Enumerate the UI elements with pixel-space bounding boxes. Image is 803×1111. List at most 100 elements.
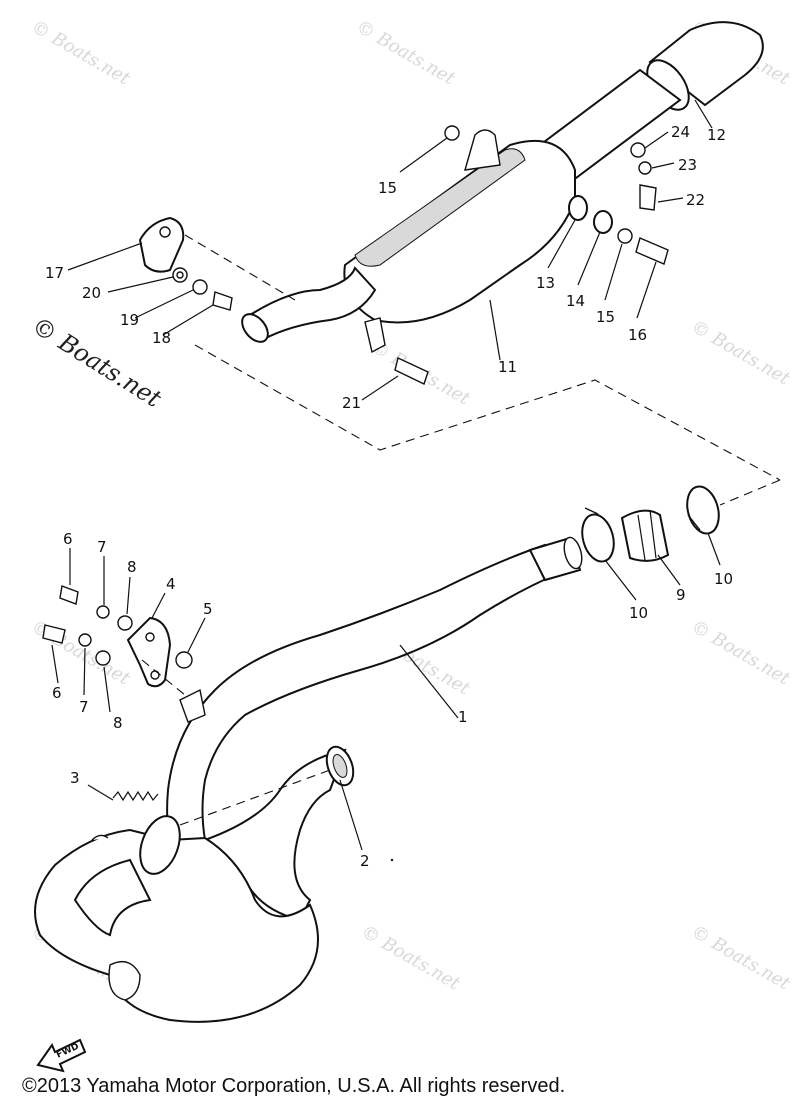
watermark: © Boats.net <box>688 921 795 995</box>
muffler-bracket-top <box>464 129 501 171</box>
part-label-7: 7 <box>97 538 107 556</box>
leader-2 <box>339 779 363 851</box>
part-label-3: 3 <box>70 769 80 787</box>
part-label-8: 8 <box>113 714 123 732</box>
washer-part-7-lower <box>78 633 92 647</box>
leader-15b <box>604 243 623 301</box>
leader-14 <box>577 231 601 286</box>
muffler-assembly <box>138 21 764 385</box>
collar-part-14 <box>593 210 613 234</box>
leader-5 <box>187 617 206 653</box>
guide-line <box>184 234 296 301</box>
exhaust-pipe-part-1 <box>166 543 557 847</box>
leader-21 <box>361 375 399 401</box>
leader-11 <box>489 299 501 361</box>
leader-23 <box>651 162 675 169</box>
leader-4 <box>151 592 166 619</box>
leader-10b <box>707 532 721 566</box>
watermark: © Boats.net <box>688 316 795 390</box>
bolt-part-6-upper <box>59 585 79 605</box>
part-label-20: 20 <box>82 284 101 302</box>
muffler-body-part-11 <box>343 139 576 324</box>
part-label-21: 21 <box>342 394 361 412</box>
leader-3 <box>87 784 114 801</box>
bolt-part-16 <box>635 237 669 265</box>
outlet-opening <box>563 536 583 570</box>
leader-10a <box>604 559 637 601</box>
bracket-part-4 <box>126 616 172 688</box>
grommet-hole <box>176 271 184 279</box>
leader-17 <box>67 242 143 271</box>
leader-9 <box>657 554 681 586</box>
washer-part-15-upper <box>444 125 460 141</box>
washer-part-24 <box>630 142 646 158</box>
assembly-guides-lower <box>141 659 331 826</box>
part-label-5: 5 <box>203 600 213 618</box>
nut-part-23 <box>638 161 652 175</box>
watermark-dark: © Boats.net <box>27 311 167 413</box>
watermark: © Boats.net <box>358 921 465 995</box>
muffler-top-shade <box>354 148 526 267</box>
part-label-16: 16 <box>628 326 647 344</box>
leader-lines <box>51 99 721 851</box>
part-label-18: 18 <box>152 329 171 347</box>
gasket-inner <box>332 754 348 778</box>
leader-6b <box>51 644 59 684</box>
washer-part-8-lower <box>95 650 111 666</box>
header-joint-ring <box>108 961 141 1001</box>
bolt-part-21 <box>394 357 429 385</box>
assembly-guides-upper <box>184 234 781 506</box>
leader-24 <box>644 131 669 149</box>
guide-line <box>719 479 781 506</box>
bracket-hole <box>159 226 171 238</box>
part-label-19: 19 <box>120 311 139 329</box>
nut-part-5 <box>175 651 193 669</box>
grommet-part-13 <box>568 195 588 221</box>
watermark: © Boats.net <box>353 16 460 90</box>
part-label-12: 12 <box>707 126 726 144</box>
watermark: © Boats.net <box>28 16 135 90</box>
leader-15a <box>399 137 448 173</box>
clamp-screw <box>584 507 599 515</box>
part-label-15: 15 <box>378 179 397 197</box>
end-cap-part-12 <box>648 21 764 107</box>
leader-12 <box>694 99 713 129</box>
part-label-13: 13 <box>536 274 555 292</box>
part-label-10: 10 <box>714 570 733 588</box>
part-label-1: 1 <box>458 708 468 726</box>
bolt-part-18 <box>212 291 233 311</box>
washer-part-19 <box>192 279 208 295</box>
leader-18 <box>162 304 214 336</box>
inlet-pipe-opening <box>241 313 269 343</box>
guide-line <box>141 659 186 696</box>
joint-parts <box>581 485 720 563</box>
clamp-part-10-left <box>581 513 615 563</box>
part-label-24: 24 <box>671 123 690 141</box>
leader-1 <box>399 644 459 719</box>
bolt-part-22 <box>639 184 657 211</box>
leader-16 <box>636 261 657 319</box>
part-label-22: 22 <box>686 191 705 209</box>
header-flange-ring <box>139 815 181 875</box>
leader-13 <box>547 219 576 269</box>
washer-part-8-upper <box>117 615 133 631</box>
part-label-11: 11 <box>498 358 517 376</box>
part-label-10: 10 <box>629 604 648 622</box>
leader-8b <box>103 666 111 713</box>
part-label-6: 6 <box>63 530 73 548</box>
part-label-8: 8 <box>127 558 137 576</box>
part-label-6: 6 <box>52 684 62 702</box>
guide-line <box>194 344 781 481</box>
exhaust-pipe-assembly <box>34 536 583 1023</box>
fwd-arrow-icon <box>36 1038 87 1073</box>
leader-20 <box>107 276 174 293</box>
stray-dot <box>390 858 394 862</box>
pipe-mount-boss <box>179 688 206 723</box>
joint-part-9 <box>620 509 670 562</box>
clamp-screw <box>687 514 701 531</box>
muffler-inlet-pipe <box>248 266 377 342</box>
leader-7b <box>83 647 86 696</box>
leader-22 <box>657 197 684 203</box>
